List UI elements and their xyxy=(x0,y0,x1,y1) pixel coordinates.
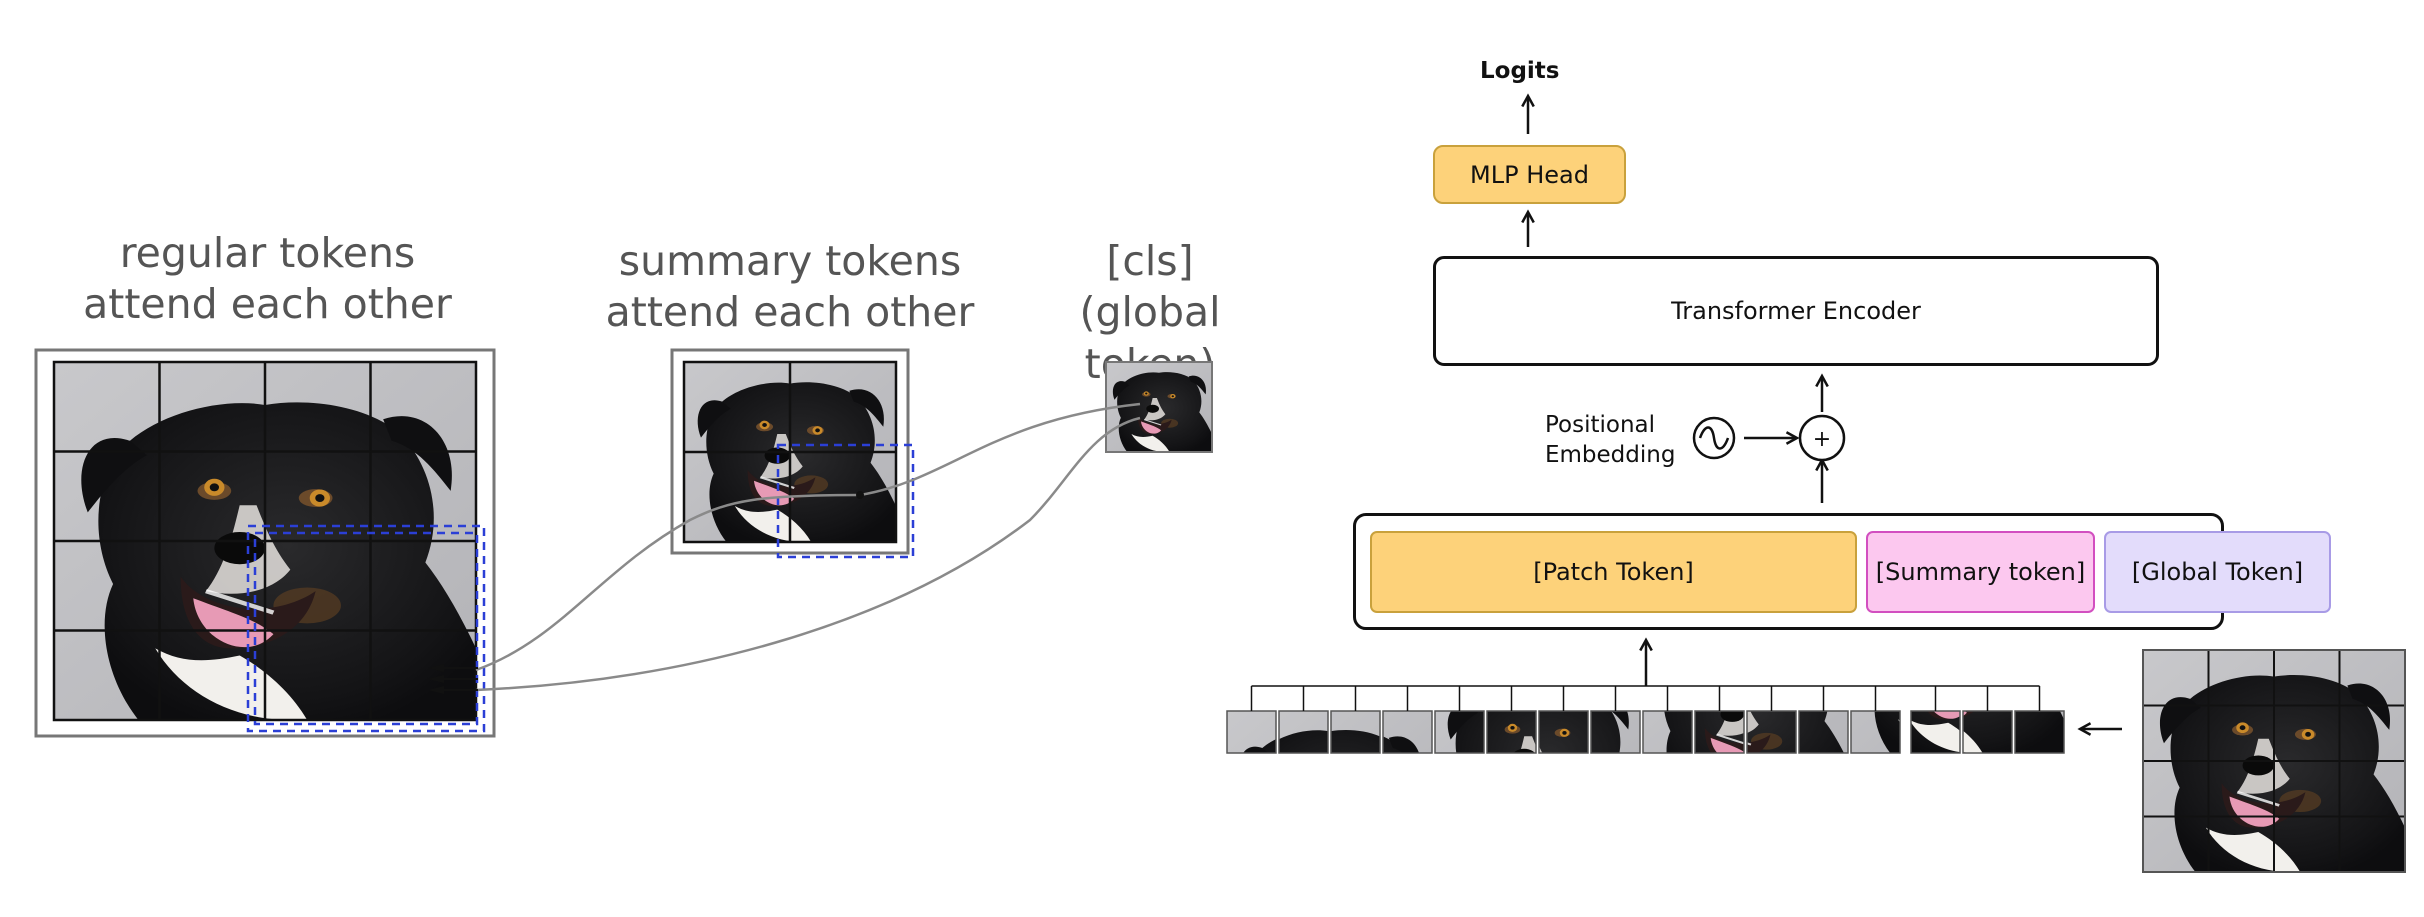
arrow-encoder-to-mlp-head xyxy=(1521,209,1535,224)
summary-patch-grid-border xyxy=(682,360,898,544)
summary-token-box: [Summary token] xyxy=(1866,531,2095,613)
plus-circle xyxy=(1798,414,1846,462)
mlp-head-box: MLP Head xyxy=(1433,145,1626,204)
cls-token-label: [cls] (global token) xyxy=(1079,237,1221,388)
sine-wave-icon xyxy=(1692,416,1736,460)
connector-regular-to-cls xyxy=(475,416,1141,692)
regular-dashed-outer xyxy=(246,524,486,733)
transformer-encoder-label: Transformer Encoder xyxy=(1671,297,1921,325)
arrow-posemb-to-plus-head xyxy=(1785,431,1800,445)
global-token-box: [Global Token] xyxy=(2104,531,2331,613)
positional-embedding-label: Positional Embedding xyxy=(1545,412,1676,468)
connector-arrowhead xyxy=(428,675,444,683)
cls-image-border xyxy=(1105,361,1213,453)
transformer-encoder-box: Transformer Encoder xyxy=(1433,256,2159,366)
summary-tokens-label: summary tokens attend each other xyxy=(605,237,975,337)
regular-dashed-inner xyxy=(253,531,479,726)
plus-symbol: + xyxy=(1813,427,1831,452)
patch-token-box: [Patch Token] xyxy=(1370,531,1857,613)
patch-token-label: [Patch Token] xyxy=(1533,558,1694,586)
arrow-plus-to-encoder-head xyxy=(1815,373,1829,388)
summary-token-label: [Summary token] xyxy=(1875,558,2086,586)
connector-arrowhead xyxy=(428,686,444,694)
arrow-mlp-to-logits-head xyxy=(1521,93,1535,108)
input-image-border xyxy=(2142,649,2406,873)
connector-regular-to-summary xyxy=(475,493,861,672)
arrow-patches-to-tokens-head xyxy=(1639,637,1653,652)
mlp-head-label: MLP Head xyxy=(1470,160,1589,189)
connector-summary-to-cls xyxy=(859,402,1141,497)
global-token-label: [Global Token] xyxy=(2131,558,2304,586)
summary-dashed-box xyxy=(776,443,915,559)
logits-label: Logits xyxy=(1480,58,1560,84)
connector-node xyxy=(856,491,864,499)
arrow-image-to-patches-head xyxy=(2077,722,2092,736)
connector-arrowhead xyxy=(428,664,444,672)
regular-tokens-label: regular tokens attend each other xyxy=(83,229,452,329)
sine-wave-curve xyxy=(1698,426,1730,450)
